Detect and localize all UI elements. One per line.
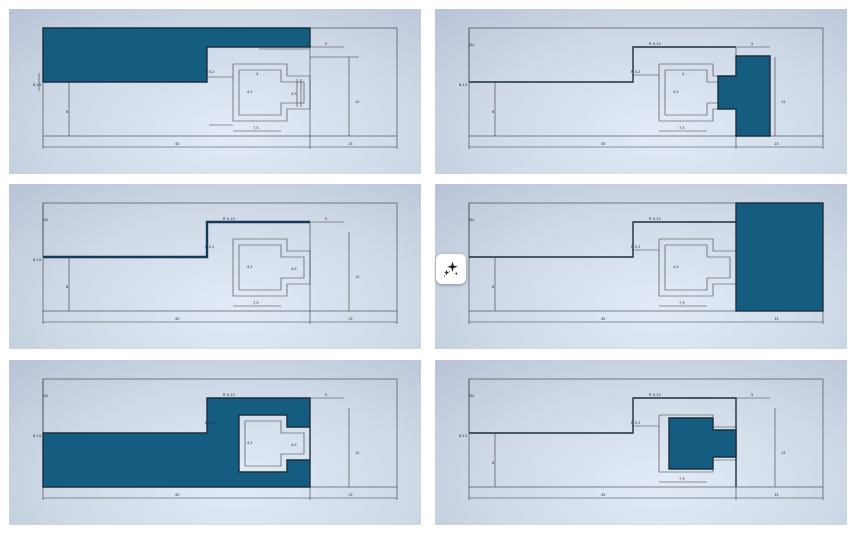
dim-bot1: 45 <box>175 493 180 497</box>
dimension-labels: (8) 6,13 R 0,13 5 12 R 0,2 4,5 4,5 45 13 <box>33 393 360 497</box>
dim-h1: (8) <box>43 218 49 222</box>
dim-h1: (8) <box>469 394 475 398</box>
dim-d4: 4 <box>256 72 259 76</box>
dim-d7: R 0,2 <box>631 70 640 74</box>
dim-d2: 12 <box>355 100 360 104</box>
dim-d3b: 4,5 <box>291 267 297 271</box>
dim-d5: 7,5 <box>253 126 259 130</box>
dim-d5: 7,5 <box>679 301 685 305</box>
dim-d7: R 0,2 <box>205 245 214 249</box>
sketch-drawing-6: (8) 6,13 6 R 0,13 5 12 R 0,2 7,5 45 13 <box>459 378 824 500</box>
ai-assist-button[interactable] <box>436 254 466 284</box>
sketch-panel-1[interactable]: 6,13 6 5 12 R 0,2 4,5 7,5 4,5 4 45 13 <box>9 9 421 174</box>
pocket-lines <box>244 420 305 467</box>
sketch-drawing-2: (8) 6,13 6 R 0,13 5 12 R 0,2 4,5 7,5 4 4… <box>459 27 824 149</box>
highlighted-region <box>668 417 737 470</box>
profile-outline <box>469 397 737 487</box>
dim-bot2: 13 <box>348 493 353 497</box>
dim-h2: 6,13 <box>459 83 467 87</box>
sketch-panel-5[interactable]: (8) 6,13 R 0,13 5 12 R 0,2 4,5 4,5 45 13 <box>9 360 421 525</box>
dim-d1: 5 <box>751 393 753 397</box>
dim-h3: 6 <box>492 285 495 289</box>
dim-d1: 5 <box>325 42 327 46</box>
dim-d4: 4 <box>682 72 685 76</box>
dimension-labels: (8) 6,13 6 R 0,13 5 12 R 0,2 4,5 7,5 4 4… <box>459 42 786 146</box>
dim-d1: 5 <box>751 42 753 46</box>
dim-d3b: 4,5 <box>291 443 297 447</box>
dim-d7: R 0,2 <box>631 245 640 249</box>
dim-d3: 4,5 <box>247 90 253 94</box>
dim-bot2: 13 <box>348 142 353 146</box>
dim-bot1: 45 <box>601 142 606 146</box>
dim-bot2: 13 <box>774 493 779 497</box>
dim-h3: 6 <box>66 110 69 114</box>
dim-d8: R 0,13 <box>649 217 661 221</box>
dim-bot2: 13 <box>774 142 779 146</box>
dim-d3: 4,5 <box>247 265 253 269</box>
dim-d3b: 4,5 <box>291 92 297 96</box>
sketch-lines <box>468 378 824 500</box>
dim-d1: 5 <box>325 217 327 221</box>
dim-d7: R 0,2 <box>205 421 214 425</box>
dim-d8: R 0,13 <box>223 393 235 397</box>
dim-bot1: 45 <box>601 493 606 497</box>
dimension-labels: (8) 6,13 6 R 0,13 5 12 R 0,2 4,5 7,5 4,5… <box>33 217 360 321</box>
dim-h2: 6,13 <box>33 434 41 438</box>
dim-d3: 4,5 <box>673 265 679 269</box>
profile-outline <box>469 221 736 258</box>
dim-d2: 12 <box>781 100 786 104</box>
sketch-panel-2[interactable]: (8) 6,13 6 R 0,13 5 12 R 0,2 4,5 7,5 4 4… <box>435 9 847 174</box>
highlighted-region <box>717 55 771 137</box>
dim-d5: 7,5 <box>679 126 685 130</box>
dim-bot1: 45 <box>175 142 180 146</box>
dim-h2: 6,13 <box>33 258 41 262</box>
dim-bot1: 45 <box>601 317 606 321</box>
highlighted-profile <box>43 220 310 259</box>
dimension-labels: 6,13 6 5 12 R 0,2 4,5 7,5 4,5 4 45 13 <box>33 42 360 146</box>
sketch-drawing-1: 6,13 6 5 12 R 0,2 4,5 7,5 4,5 4 45 13 <box>33 27 398 149</box>
dim-bot1: 45 <box>175 317 180 321</box>
dim-d3: 4,5 <box>247 441 253 445</box>
dim-d2: 12 <box>355 451 360 455</box>
dim-d2: 12 <box>355 275 360 279</box>
dim-h2: 6,13 <box>459 434 467 438</box>
dim-bot2: 13 <box>774 317 779 321</box>
sketch-panel-4[interactable]: (8) 6 R 0,13 R 0,2 4,5 7,5 45 13 <box>435 184 847 349</box>
dim-d7: R 0,2 <box>205 70 214 74</box>
dim-d1: 5 <box>325 393 327 397</box>
sparkle-icon <box>443 261 458 277</box>
dim-d2: 12 <box>781 451 786 455</box>
dim-h1: (8) <box>469 218 475 222</box>
dim-d5: 7,5 <box>679 477 685 481</box>
dim-d7: R 0,2 <box>631 421 640 425</box>
profile-outline <box>469 46 736 83</box>
sketch-drawing-4: (8) 6 R 0,13 R 0,2 4,5 7,5 45 13 <box>468 202 824 324</box>
dimension-labels: (8) 6,13 6 R 0,13 5 12 R 0,2 7,5 45 13 <box>459 393 786 497</box>
dim-d8: R 0,13 <box>649 393 661 397</box>
dim-h3: 6 <box>66 285 69 289</box>
highlighted-region <box>42 397 311 488</box>
dim-d8: R 0,13 <box>223 217 235 221</box>
sketch-drawing-3: (8) 6,13 6 R 0,13 5 12 R 0,2 4,5 7,5 4,5… <box>33 202 398 324</box>
highlighted-region <box>735 202 824 312</box>
dim-d3: 4,5 <box>673 90 679 94</box>
dim-h1: (8) <box>469 43 475 47</box>
sketch-drawing-5: (8) 6,13 R 0,13 5 12 R 0,2 4,5 4,5 45 13 <box>33 378 398 500</box>
dim-h3: 6 <box>492 461 495 465</box>
dim-h1: (8) <box>43 394 49 398</box>
sketch-panel-6[interactable]: (8) 6,13 6 R 0,13 5 12 R 0,2 7,5 45 13 <box>435 360 847 525</box>
dim-bot2: 13 <box>348 317 353 321</box>
dimension-labels: (8) 6 R 0,13 R 0,2 4,5 7,5 45 13 <box>469 217 779 321</box>
highlighted-region <box>42 27 311 83</box>
dim-h2: 6,13 <box>33 83 41 87</box>
dim-d8: R 0,13 <box>649 42 661 46</box>
sketch-panel-3[interactable]: (8) 6,13 6 R 0,13 5 12 R 0,2 4,5 7,5 4,5… <box>9 184 421 349</box>
dim-d5: 7,5 <box>253 301 259 305</box>
dim-h3: 6 <box>492 110 495 114</box>
